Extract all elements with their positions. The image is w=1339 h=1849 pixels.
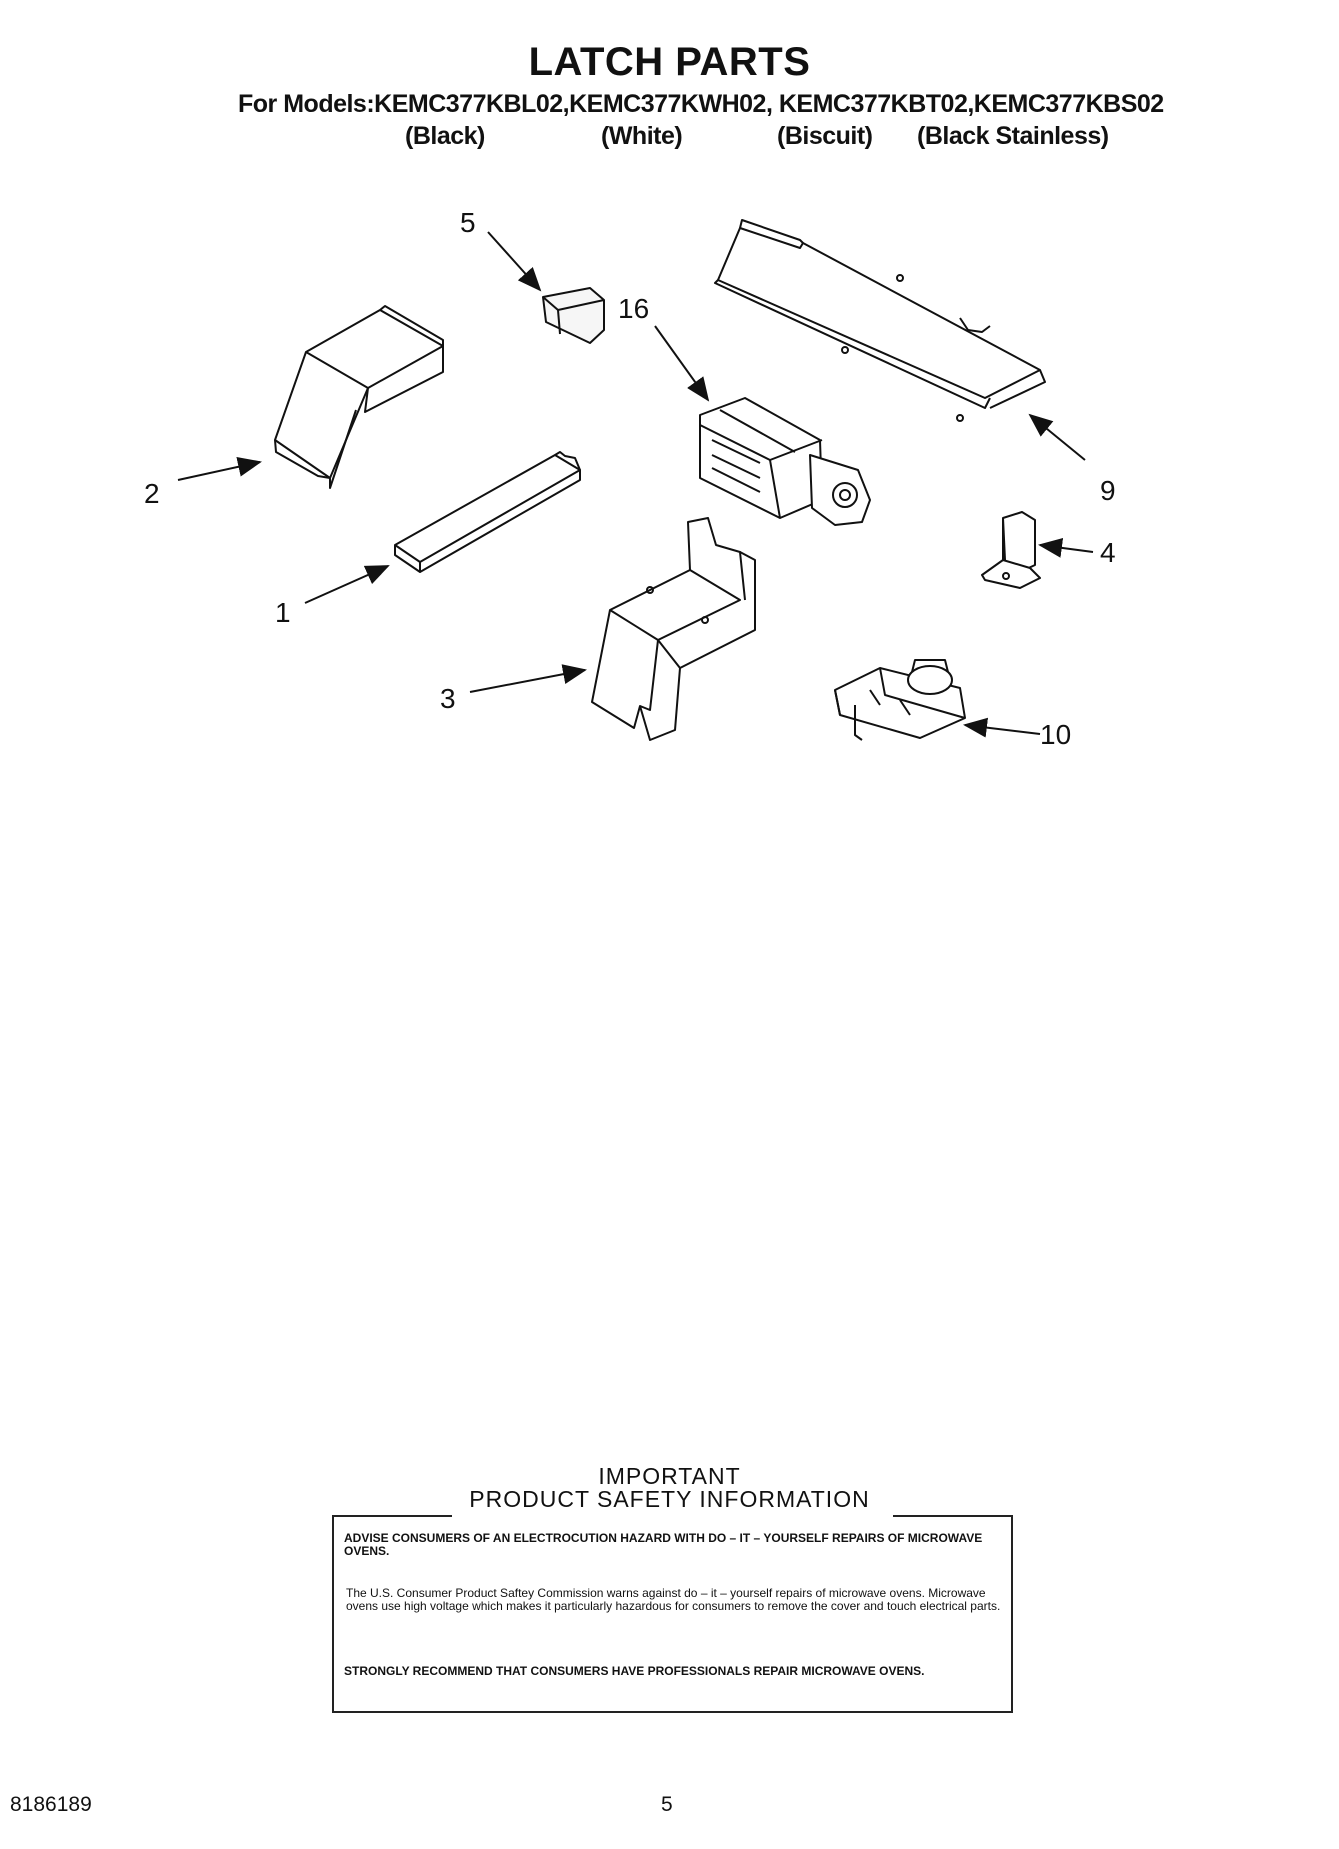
part-3-tray xyxy=(591,517,756,741)
leader-9 xyxy=(1028,413,1086,461)
safety-heading-line1: IMPORTANT xyxy=(598,1463,741,1489)
models-line: For Models:KEMC377KBL02,KEMC377KWH02, KE… xyxy=(238,90,1164,118)
exploded-parts-diagram: 5 16 9 2 4 1 3 10 xyxy=(144,207,1116,750)
leader-4 xyxy=(1038,537,1094,558)
callout-3: 3 xyxy=(440,683,456,714)
leader-3 xyxy=(469,664,587,693)
leader-1 xyxy=(304,565,390,604)
document-number: 8186189 xyxy=(10,1793,92,1816)
part-10-switch-assembly xyxy=(834,659,966,741)
color-black-stainless: (Black Stainless) xyxy=(917,122,1109,150)
part-16-latch-assembly xyxy=(699,397,871,526)
callout-9: 9 xyxy=(1100,475,1116,506)
callout-2: 2 xyxy=(144,478,160,509)
color-white: (White) xyxy=(601,122,683,150)
part-4-bracket xyxy=(981,511,1041,589)
part-1-bracket xyxy=(394,451,581,573)
callout-1: 1 xyxy=(275,597,291,628)
leader-16 xyxy=(654,325,710,402)
safety-body: The U.S. Consumer Product Saftey Commiss… xyxy=(346,1586,1001,1613)
part-9-channel xyxy=(714,219,1046,422)
safety-heading-line2: PRODUCT SAFETY INFORMATION xyxy=(469,1486,870,1512)
page-title: LATCH PARTS xyxy=(528,40,811,84)
leader-10 xyxy=(963,717,1041,738)
callout-4: 4 xyxy=(1100,537,1116,568)
color-biscuit: (Biscuit) xyxy=(777,122,873,150)
part-5-block xyxy=(542,287,605,344)
callout-10: 10 xyxy=(1040,719,1071,750)
safety-recommend: STRONGLY RECOMMEND THAT CONSUMERS HAVE P… xyxy=(344,1664,925,1678)
leader-2 xyxy=(177,456,262,481)
safety-advise: ADVISE CONSUMERS OF AN ELECTROCUTION HAZ… xyxy=(344,1531,983,1558)
callout-16: 16 xyxy=(618,293,649,324)
safety-box: ADVISE CONSUMERS OF AN ELECTROCUTION HAZ… xyxy=(332,1515,1013,1713)
leader-5 xyxy=(487,231,542,292)
part-2-shield xyxy=(274,305,444,489)
color-black: (Black) xyxy=(405,122,485,150)
callout-5: 5 xyxy=(460,207,476,238)
page-number: 5 xyxy=(661,1793,673,1816)
